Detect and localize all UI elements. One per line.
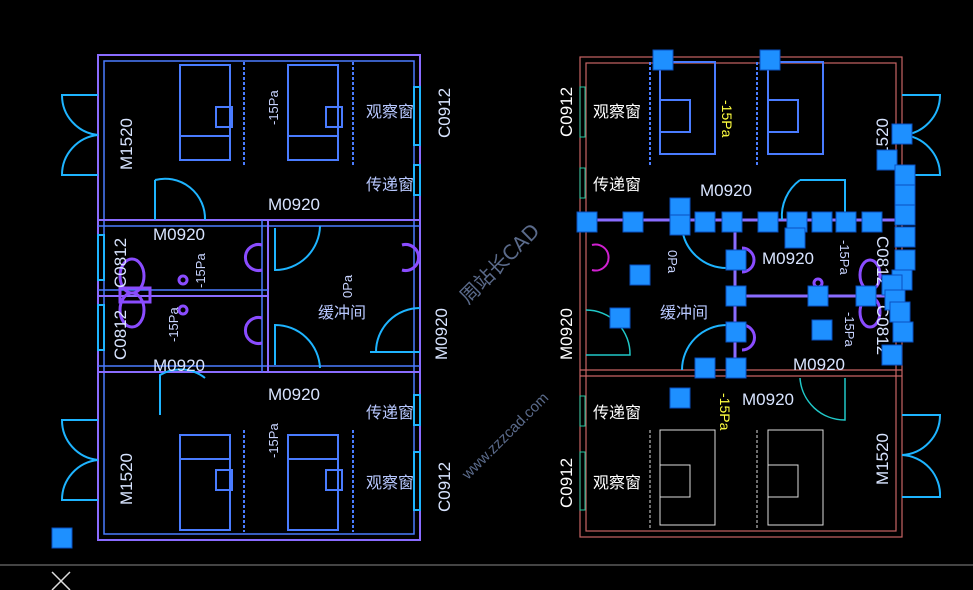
door-label: M1520 xyxy=(117,453,136,505)
grip-handle[interactable] xyxy=(694,357,716,379)
room-label: 传递窗 xyxy=(593,175,641,194)
door-swing xyxy=(159,368,206,415)
grip-handle[interactable] xyxy=(759,49,781,71)
grip-handle[interactable] xyxy=(725,321,747,343)
door-label: M1520 xyxy=(873,433,892,485)
door-label: M0920 xyxy=(742,390,794,409)
room-label: 观察窗 xyxy=(366,473,414,492)
grip-handle[interactable] xyxy=(807,285,829,307)
pressure-label: -15Pa xyxy=(719,100,735,138)
door-label: M0920 xyxy=(700,181,752,200)
pressure-label: -15Pa xyxy=(837,240,852,275)
room-label: 缓冲间 xyxy=(660,303,708,322)
grip-handle[interactable] xyxy=(894,204,916,226)
door-label: M1520 xyxy=(117,118,136,170)
grip-handle[interactable] xyxy=(725,249,747,271)
door-label: M0920 xyxy=(268,195,320,214)
door-label: M0920 xyxy=(432,308,451,360)
sanitary-fixtures xyxy=(591,243,882,352)
door-label: M0920 xyxy=(153,225,205,244)
pressure-label: 0Pa xyxy=(665,250,680,274)
pressure-label: -15Pa xyxy=(842,312,857,347)
grip-handle[interactable] xyxy=(609,307,631,329)
inner-wall xyxy=(103,60,415,535)
grip-handle[interactable] xyxy=(811,319,833,341)
window-label: C0812 xyxy=(111,310,130,360)
grip-handle[interactable] xyxy=(669,214,691,236)
left-floor-plan: M1520 M1520 M0920 M0920 M0920 M0920 M092… xyxy=(60,54,454,541)
grip-handle[interactable] xyxy=(725,285,747,307)
grip-handle[interactable] xyxy=(891,123,913,145)
door-swing xyxy=(370,307,421,353)
pressure-label: 0Pa xyxy=(340,274,355,298)
double-door-m1520-bottom xyxy=(60,419,99,501)
double-door-m1520-bottom xyxy=(901,414,942,498)
double-door-m1520-top xyxy=(60,94,99,176)
grip-handle[interactable] xyxy=(876,149,898,171)
pressure-label: -15Pa xyxy=(717,393,733,431)
grip-handle[interactable] xyxy=(811,211,833,233)
door-label: M0920 xyxy=(762,249,814,268)
room-label: 观察窗 xyxy=(366,102,414,121)
grip-handle[interactable] xyxy=(694,211,716,233)
grip-handle[interactable] xyxy=(725,357,747,379)
grip-handle[interactable] xyxy=(629,264,651,286)
grip-handle[interactable] xyxy=(757,211,779,233)
window-label: C0812 xyxy=(873,305,892,355)
grip-handle[interactable] xyxy=(894,184,916,206)
pressure-label: -15Pa xyxy=(166,307,181,342)
outer-wall xyxy=(97,54,421,541)
grip-handle[interactable] xyxy=(881,344,903,366)
pressure-label: -15Pa xyxy=(266,90,281,125)
grip-handle[interactable] xyxy=(51,527,73,549)
window-label: C0812 xyxy=(873,236,892,286)
window-label: C0912 xyxy=(557,458,576,508)
grip-handle[interactable] xyxy=(652,49,674,71)
grip-handle[interactable] xyxy=(622,211,644,233)
grip-handle[interactable] xyxy=(861,211,883,233)
grip-handle[interactable] xyxy=(576,211,598,233)
door-swing xyxy=(274,323,321,369)
ucs-icon xyxy=(51,571,71,590)
window-label: C0812 xyxy=(111,238,130,288)
door-label: M0920 xyxy=(268,385,320,404)
window-label: C0912 xyxy=(557,87,576,137)
grip-handle[interactable] xyxy=(894,164,916,186)
grip-handle[interactable] xyxy=(855,285,877,307)
window-label: C0912 xyxy=(435,462,454,512)
room-label: 传递窗 xyxy=(366,175,414,194)
room-label: 缓冲间 xyxy=(318,303,366,322)
selection-grips[interactable] xyxy=(576,49,916,409)
grip-handle[interactable] xyxy=(894,249,916,271)
pressure-label: -15Pa xyxy=(193,253,208,288)
grip-handle[interactable] xyxy=(669,387,691,409)
door-label: M0920 xyxy=(153,356,205,375)
sanitary-fixtures xyxy=(118,243,420,345)
bed-furniture xyxy=(179,62,354,532)
door-swing xyxy=(154,177,207,221)
svg-text:周站长CAD: 周站长CAD xyxy=(455,219,545,309)
pressure-label: -15Pa xyxy=(266,423,281,458)
grip-handle[interactable] xyxy=(721,211,743,233)
grip-handle[interactable] xyxy=(894,226,916,248)
door-swing xyxy=(274,225,321,272)
room-label: 观察窗 xyxy=(593,102,641,121)
bed-furniture xyxy=(649,61,824,530)
door-label: M0920 xyxy=(557,308,576,360)
grip-handle[interactable] xyxy=(784,227,806,249)
svg-text:www.zzzcad.com: www.zzzcad.com xyxy=(458,389,552,483)
door-label: M0920 xyxy=(793,355,845,374)
window-label: C0912 xyxy=(435,88,454,138)
watermark: 周站长CAD www.zzzcad.com xyxy=(455,219,553,484)
room-label: 观察窗 xyxy=(593,473,641,492)
grip-handle[interactable] xyxy=(835,211,857,233)
grip-handle[interactable] xyxy=(889,301,911,323)
room-label: 传递窗 xyxy=(366,403,414,422)
grip-handle[interactable] xyxy=(892,321,914,343)
right-floor-plan: C0912 C0912 M0920 观察窗 传递窗 传递窗 观察窗 缓冲间 M0… xyxy=(557,56,942,538)
room-label: 传递窗 xyxy=(593,403,641,422)
